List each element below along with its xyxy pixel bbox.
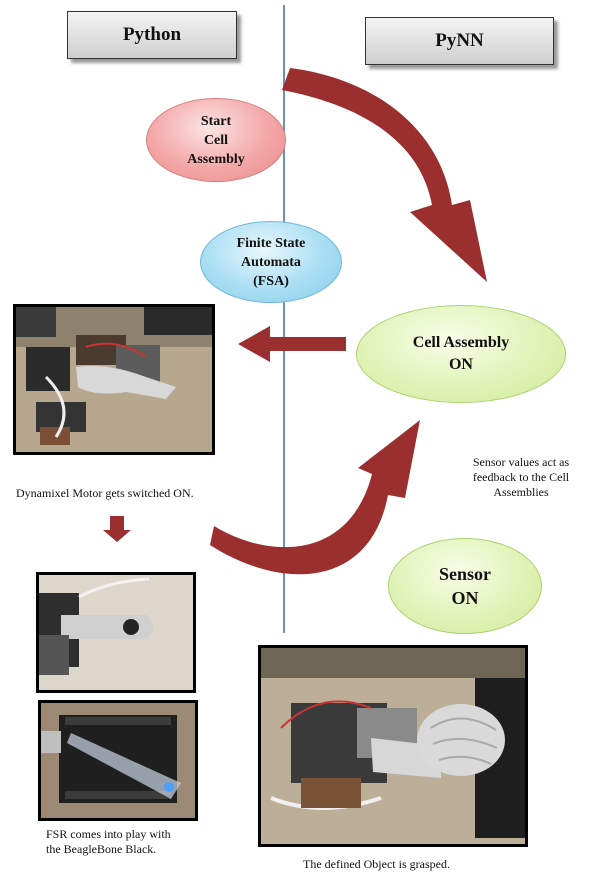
- grasp-object-photo: [258, 645, 528, 847]
- left-arrow: [238, 326, 346, 362]
- beaglebone-photo: [38, 700, 198, 821]
- start-node-label: Start Cell Assembly: [187, 113, 245, 167]
- fsa-node: Finite State Automata (FSA): [200, 221, 342, 303]
- python-header-label: Python: [122, 24, 182, 45]
- sensor-label: Sensor ON: [438, 564, 491, 608]
- fsa-node-label: Finite State Automata (FSA): [236, 235, 306, 289]
- sensor-node: Sensor ON: [388, 538, 542, 634]
- down-arrow: [103, 516, 131, 542]
- robot-hand-photo: [13, 304, 215, 455]
- feedback-caption: Sensor values act as feedback to the Cel…: [472, 455, 570, 499]
- pynn-header-label: PyNN: [435, 30, 484, 51]
- top-curved-arrow: [282, 68, 487, 282]
- python-header: Python: [67, 11, 237, 59]
- cell-assembly-label: Cell Assembly ON: [412, 334, 510, 373]
- fsr-caption: FSR comes into play with the BeagleBone …: [46, 827, 171, 856]
- dynamixel-caption: Dynamixel Motor gets switched ON.: [16, 486, 194, 500]
- cell-assembly-node: Cell Assembly ON: [356, 305, 566, 403]
- fsr-finger-photo: [36, 572, 196, 693]
- bottom-curved-arrow: [210, 420, 420, 575]
- start-cell-assembly-node: Start Cell Assembly: [146, 98, 286, 182]
- divider-line: [283, 5, 285, 633]
- grasped-caption: The defined Object is grasped.: [303, 857, 450, 871]
- pynn-header: PyNN: [365, 17, 554, 65]
